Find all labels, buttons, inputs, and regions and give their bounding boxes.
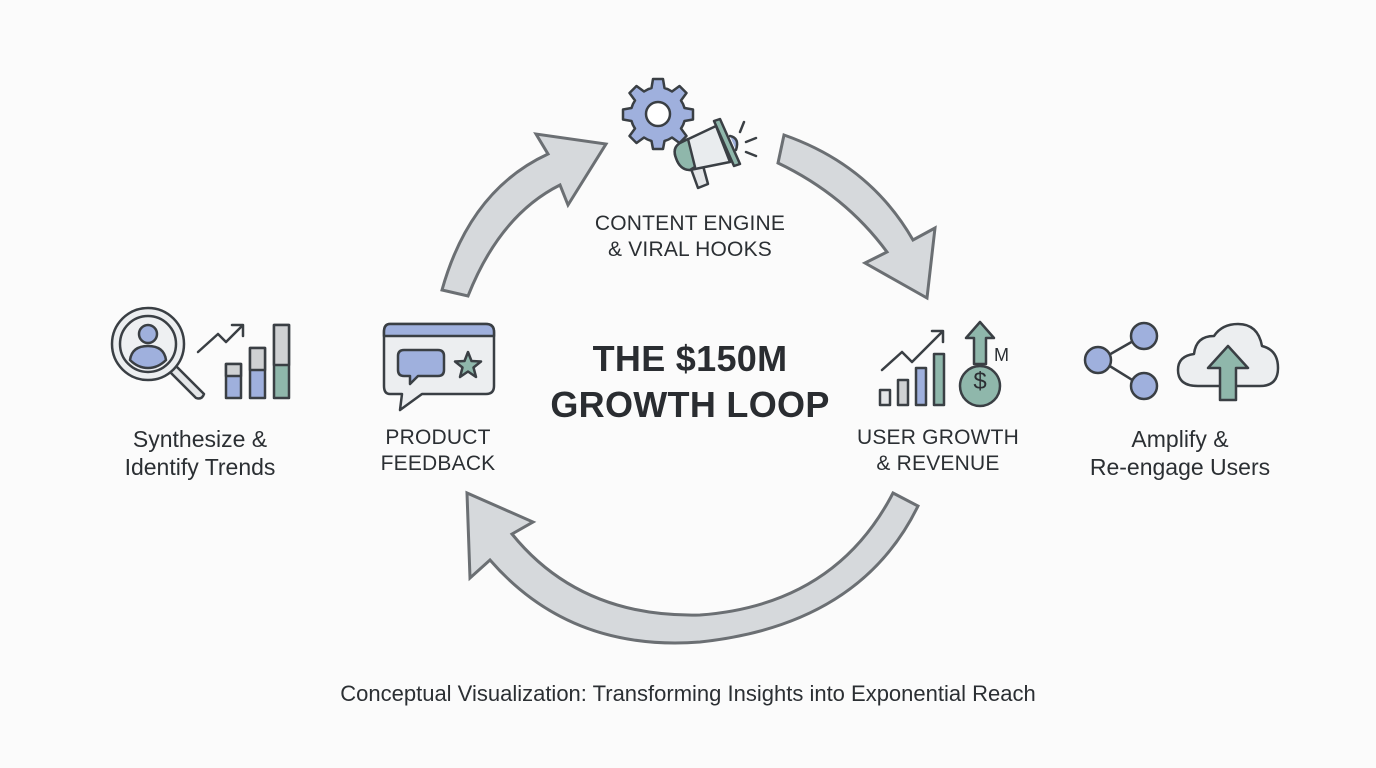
growth-chart-icon (878, 329, 946, 407)
loop-title-line2: GROWTH LOOP (550, 383, 830, 425)
side-label-amplify: Amplify & Re-engage Users (1050, 425, 1310, 481)
stage-label-line2: & REVENUE (876, 451, 1000, 475)
dollar-up-icon (958, 320, 1002, 408)
share-icon (1083, 321, 1159, 401)
side-label-line1: Synthesize & (132, 426, 268, 452)
stage-label-line1: PRODUCT (385, 426, 491, 449)
arrow-content-to-growth (776, 133, 937, 301)
side-label-synthesize: Synthesize & Identify Trends (80, 425, 320, 481)
stage-label-product-feedback: PRODUCT FEEDBACK (358, 425, 518, 476)
trend-bars-icon (196, 323, 291, 400)
stage-label-line2: FEEDBACK (380, 451, 496, 475)
cloud-upload-icon (1176, 322, 1280, 402)
arrow-growth-to-feedback (465, 490, 920, 645)
gear-icon (621, 77, 695, 151)
user-search-icon (110, 306, 206, 400)
side-label-line1: Amplify & (1131, 426, 1229, 452)
stage-label-user-growth: USER GROWTH & REVENUE (818, 425, 1058, 476)
dollar-sign-glyph: $ (973, 368, 987, 395)
side-label-line2: Identify Trends (124, 454, 276, 481)
feedback-window-icon (382, 322, 496, 412)
caption: Conceptual Visualization: Transforming I… (340, 681, 1036, 706)
side-label-line2: Re-engage Users (1089, 454, 1271, 481)
stage-label-line1: CONTENT ENGINE (594, 212, 786, 235)
loop-title: THE $150M GROWTH LOOP (530, 336, 850, 427)
million-badge: M (994, 345, 1009, 365)
stage-label-line2: & VIRAL HOOKS (607, 237, 773, 261)
loop-title-line1: THE $150M (592, 338, 788, 379)
megaphone-icon (673, 117, 758, 190)
arrow-feedback-to-content (440, 132, 609, 298)
stage-label-content-engine: CONTENT ENGINE & VIRAL HOOKS (560, 211, 820, 262)
stage-label-line1: USER GROWTH (856, 426, 1020, 449)
